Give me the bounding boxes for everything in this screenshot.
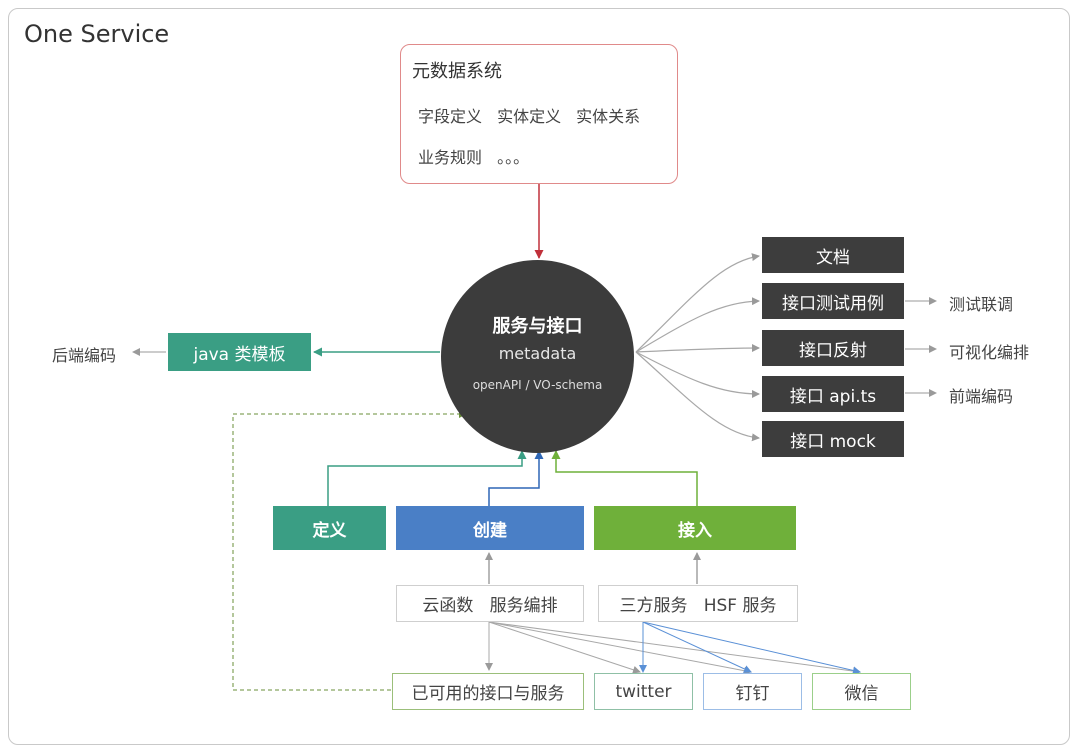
backend-coding-label: 后端编码	[52, 346, 117, 365]
metadata-system-fields: 字段定义 实体定义 实体关系	[418, 107, 641, 126]
metadata-system-title: 元数据系统	[412, 61, 502, 82]
output-mock-node: 接口 mock	[762, 421, 904, 457]
center-to-outputs-arrows	[635, 253, 760, 442]
dingding-node: 钉钉	[703, 673, 802, 710]
access-node: 接入	[594, 506, 796, 550]
result-visual-orchestration: 可视化编排	[949, 343, 1030, 362]
output-docs-node: 文档	[762, 237, 904, 273]
metadata-system-box: 元数据系统 字段定义 实体定义 实体关系 业务规则 。。。	[400, 44, 678, 184]
output-reflection-node: 接口反射	[762, 330, 904, 366]
output-api-ts-node: 接口 api.ts	[762, 376, 904, 412]
wechat-node: 微信	[812, 673, 911, 710]
define-node: 定义	[273, 506, 386, 550]
create-node: 创建	[396, 506, 584, 550]
result-joint-testing: 测试联调	[949, 295, 1014, 314]
result-frontend-coding: 前端编码	[949, 387, 1014, 406]
metadata-system-rules: 业务规则 。。。	[418, 148, 530, 167]
create-sources-node: 云函数 服务编排	[396, 585, 584, 622]
center-title: 服务与接口	[492, 316, 583, 337]
center-subtitle: metadata	[498, 344, 577, 363]
diagram-frame	[8, 8, 1070, 745]
center-schema: openAPI / VO-schema	[472, 378, 603, 392]
available-services-node: 已可用的接口与服务	[392, 673, 584, 710]
access-sources-node: 三方服务 HSF 服务	[598, 585, 798, 622]
java-template-node: java 类模板	[168, 333, 311, 371]
service-interface-node: 服务与接口 metadata openAPI / VO-schema	[441, 260, 634, 453]
diagram-title: One Service	[24, 20, 170, 48]
output-test-cases-node: 接口测试用例	[762, 283, 904, 319]
twitter-node: twitter	[594, 673, 693, 710]
